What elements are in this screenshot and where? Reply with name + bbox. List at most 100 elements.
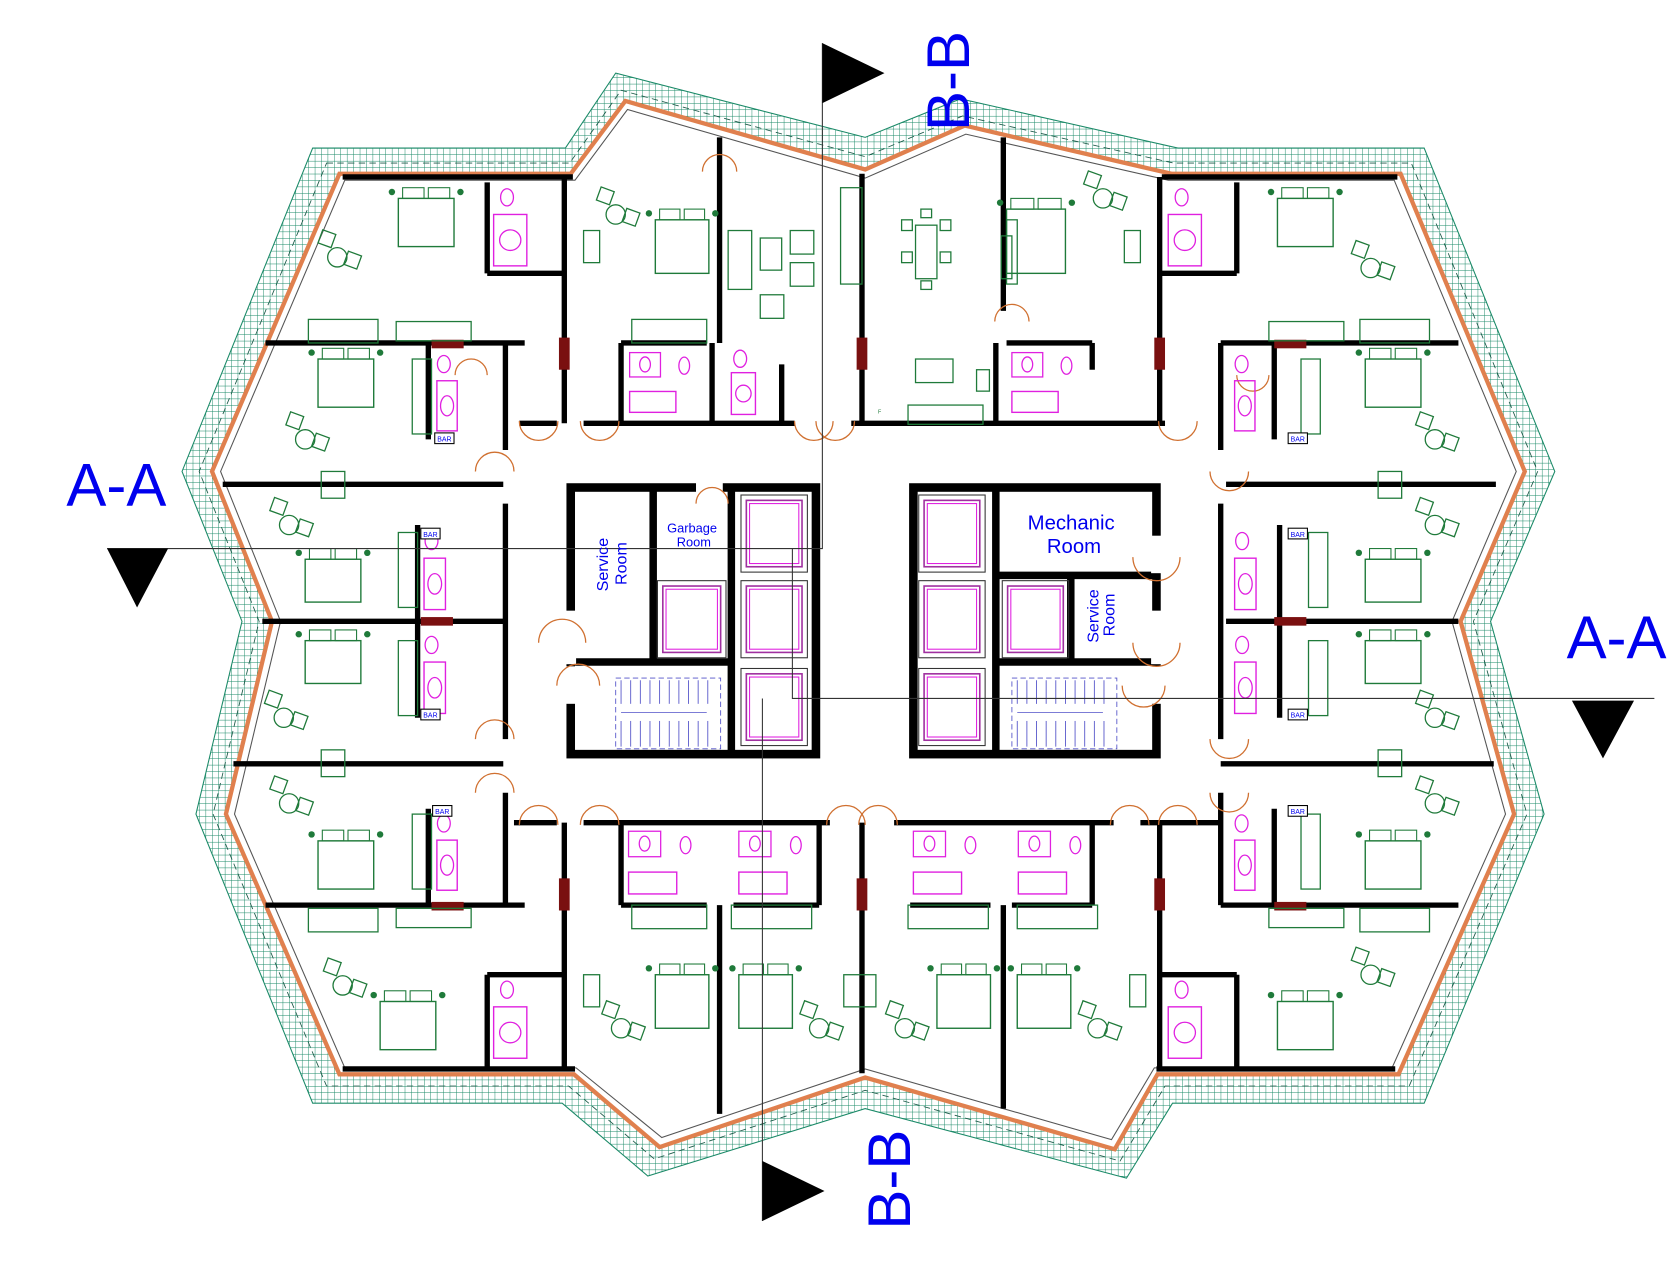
toilet <box>1235 635 1250 655</box>
bed <box>1355 629 1431 685</box>
chair-set <box>322 957 368 999</box>
column <box>1274 901 1307 911</box>
column <box>1274 617 1307 626</box>
elevator-outline <box>740 580 808 659</box>
armchair <box>268 496 289 517</box>
door-swing <box>1209 792 1250 813</box>
elevator-car-inner <box>749 676 800 738</box>
side-table <box>1424 707 1446 729</box>
bathtub <box>1167 1006 1203 1059</box>
toilet <box>1234 814 1249 833</box>
bar-counter: BAR <box>1287 527 1308 540</box>
bed <box>388 187 464 248</box>
bathtub <box>492 1006 528 1059</box>
elevator-shaft <box>740 580 808 659</box>
bathroom <box>628 351 691 414</box>
wardrobe <box>907 904 989 930</box>
bar-box <box>1287 805 1308 817</box>
toilet <box>1174 980 1189 999</box>
bed-frame <box>1276 1000 1334 1051</box>
section-arrow-aa-left <box>107 548 169 608</box>
armchair <box>342 250 363 270</box>
armchair <box>1350 946 1370 966</box>
toilet <box>678 356 691 375</box>
bed <box>1355 829 1431 890</box>
bathroom <box>436 814 458 891</box>
nightstand-lamp <box>1355 549 1363 557</box>
bed-frame <box>936 974 992 1029</box>
door-swing <box>1157 421 1198 441</box>
sink <box>1028 835 1041 852</box>
elevator-outline <box>918 667 986 747</box>
nightstand-lamp <box>439 991 446 999</box>
vanity <box>912 830 947 858</box>
bathroom <box>1011 351 1073 414</box>
elevator-car-inner <box>926 676 978 738</box>
pillow <box>683 963 706 976</box>
pillow <box>1306 990 1330 1003</box>
bathtub-basin <box>1173 1021 1197 1044</box>
pillow <box>1369 829 1392 842</box>
elevator-shaft <box>918 580 986 659</box>
bathtub-basin <box>1237 854 1252 876</box>
living-furniture <box>939 251 952 264</box>
nightstand-lamp <box>308 831 315 838</box>
armchair <box>1414 496 1435 517</box>
bar-counter: BAR <box>434 432 455 445</box>
toilet <box>499 980 515 999</box>
armchair <box>1440 518 1460 538</box>
bed <box>1007 963 1081 1029</box>
column <box>431 339 464 349</box>
pillow <box>940 963 963 976</box>
nightstand-lamp <box>1424 549 1431 557</box>
door-swing <box>1132 557 1181 582</box>
living-furniture <box>907 404 984 425</box>
wardrobe <box>730 904 813 930</box>
pillow <box>1281 187 1304 199</box>
side-table <box>327 247 348 268</box>
side-table <box>894 1017 916 1039</box>
bed <box>1355 347 1431 408</box>
door-swing <box>518 804 559 825</box>
stair-outline <box>1011 677 1118 750</box>
staircase <box>1011 677 1118 750</box>
nightstand-lamp <box>645 210 653 217</box>
armchair <box>285 410 305 431</box>
door-swing <box>474 451 515 472</box>
chair-set <box>263 689 309 731</box>
bed <box>1355 548 1431 603</box>
elevator-shaft <box>918 667 986 747</box>
toilet <box>964 835 977 855</box>
elevator-outline <box>656 580 727 659</box>
pillow <box>1010 197 1035 210</box>
bathroom <box>1233 354 1256 432</box>
wardrobe <box>395 320 472 342</box>
pillow <box>659 963 681 976</box>
bar-box <box>1287 527 1308 540</box>
bed-frame <box>654 974 710 1029</box>
armchair <box>289 710 309 731</box>
elevator-car-inner <box>926 503 978 565</box>
elevator-outline <box>918 494 986 573</box>
building-core <box>565 482 1162 759</box>
toilet <box>733 349 748 368</box>
bathtub-basin <box>1173 229 1197 252</box>
armchair <box>1414 410 1435 431</box>
armchair <box>1440 432 1460 452</box>
elevator-outline <box>918 580 986 659</box>
living-furniture <box>920 280 933 291</box>
pillow <box>1045 963 1068 976</box>
elevator-outline <box>740 494 808 573</box>
armchair <box>1414 775 1435 795</box>
bed <box>729 963 803 1029</box>
bathtub-basin <box>439 854 455 876</box>
nightstand-lamp <box>1074 965 1081 972</box>
vanity <box>738 830 772 858</box>
side-table <box>278 793 300 814</box>
pillow <box>409 990 433 1003</box>
bathtub-basin <box>498 229 522 252</box>
bed <box>1267 187 1343 248</box>
armchair <box>348 978 368 999</box>
nightstand-lamp <box>376 831 384 838</box>
